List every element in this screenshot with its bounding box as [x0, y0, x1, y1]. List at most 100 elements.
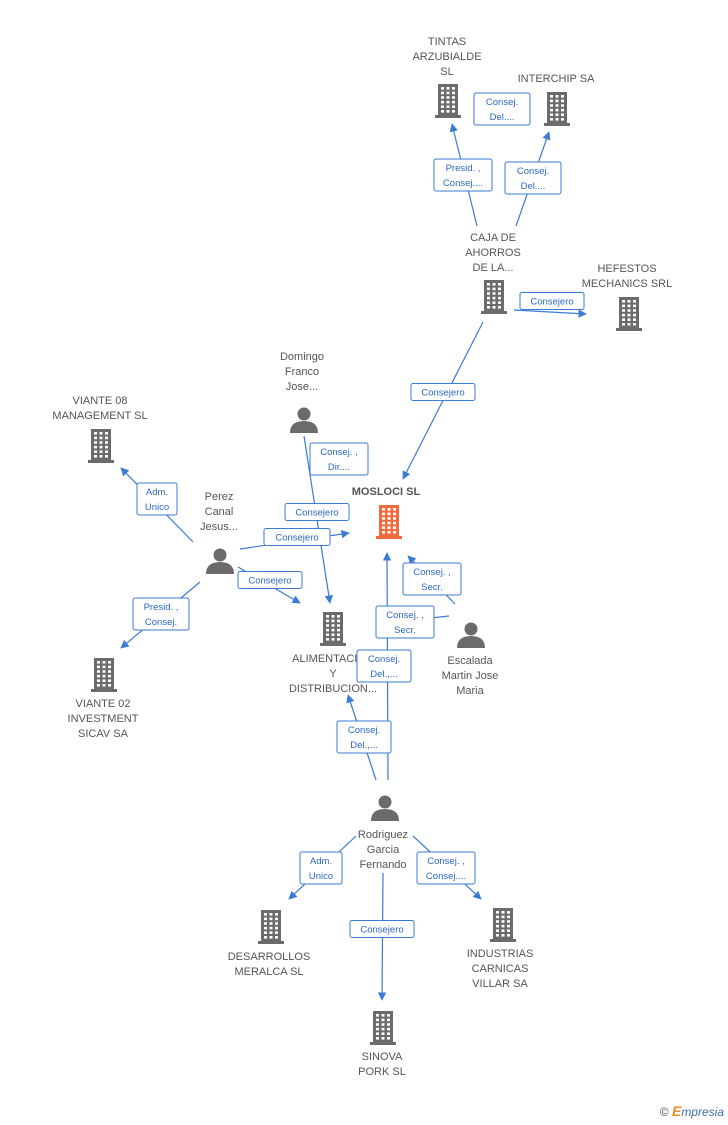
edge-label-box[interactable]: Presid. , Consej.... — [433, 158, 493, 192]
node-industrias[interactable]: INDUSTRIAS CARNICAS VILLAR SA — [467, 908, 534, 990]
brand-logo-text: mpresia — [681, 1105, 724, 1119]
building-icon — [616, 297, 642, 331]
edge-label-text: Consejero — [295, 508, 338, 519]
node-perez[interactable]: PerezCanalJesus... — [200, 491, 238, 574]
edge-label-box[interactable]: Consej. , Secr. — [402, 562, 462, 596]
node-label: ARZUBIALDE — [412, 51, 481, 63]
edge-label-text: Consej. , — [386, 610, 424, 621]
node-label: CARNICAS — [472, 963, 529, 975]
edge-label-text: Consej. , — [413, 567, 451, 578]
node-label: SL — [440, 66, 453, 78]
node-label: MECHANICS SRL — [582, 278, 672, 290]
node-label: Maria — [456, 685, 484, 697]
node-label: DE LA... — [473, 262, 514, 274]
node-label: Canal — [205, 506, 234, 518]
node-label: ALIMENTACION — [292, 653, 374, 665]
building-icon — [435, 84, 461, 118]
edge-label-text: Consej.... — [426, 871, 466, 882]
node-domingo[interactable]: DomingoFrancoJose... — [280, 351, 324, 433]
edge-label-text: Presid. , — [446, 163, 481, 174]
edge-label-text: Secr. — [394, 625, 416, 636]
edge-label-text: Consej.... — [443, 178, 483, 189]
edge-label-text: Presid. , — [144, 602, 179, 613]
node-label: Garcia — [367, 844, 400, 856]
edge-label-box[interactable]: Consej. ,Consej.... — [416, 851, 476, 885]
edge-label-box[interactable]: Consej.Del.,... — [336, 720, 392, 754]
node-label: VIANTE 02 — [75, 698, 130, 710]
node-alimentacion[interactable]: ALIMENTACIONYDISTRIBUCION... — [289, 612, 377, 695]
edge-label-text: Consejero — [421, 388, 464, 399]
edge-label-text: Consejero — [530, 297, 573, 308]
node-label: INTERCHIP SA — [518, 73, 595, 85]
edge-label-text: Consej. — [145, 617, 177, 628]
node-label: HEFESTOS — [597, 263, 656, 275]
node-sinova[interactable]: SINOVA PORK SL — [358, 1011, 406, 1078]
edge-label-text: Adm. — [310, 856, 332, 867]
edge-label-text: Consej. — [348, 725, 380, 736]
edge-label-box[interactable]: Consej. Del.,... — [356, 649, 412, 683]
edge-line — [513, 309, 587, 318]
edge-label-text: Consejero — [275, 533, 318, 544]
edge-label-box[interactable]: Consejero — [519, 292, 585, 310]
node-label: AHORROS — [465, 247, 521, 259]
node-hefestos[interactable]: HEFESTOS MECHANICS SRL — [582, 263, 672, 331]
edge-label-text: Consej. — [486, 97, 518, 108]
node-interchip[interactable]: INTERCHIP SA — [518, 73, 595, 126]
building-icon — [370, 1011, 396, 1045]
edge-label-text: Consejero — [360, 925, 403, 936]
node-label: SINOVA — [362, 1051, 403, 1063]
edge-label-text: Dir.... — [328, 462, 350, 473]
edge-label-box[interactable]: Consejero — [349, 920, 415, 938]
building-icon — [490, 908, 516, 942]
node-label: Jose... — [286, 381, 318, 393]
building-icon — [258, 910, 284, 944]
edge-label-box[interactable]: Consejero — [263, 528, 331, 546]
edge-label-box[interactable]: Consejero — [410, 383, 476, 401]
node-label: PORK SL — [358, 1066, 406, 1078]
edge-label-text: Consej. , — [320, 447, 358, 458]
node-viante08[interactable]: VIANTE 08 MANAGEMENT SL — [52, 395, 148, 463]
edge-label-text: Del.... — [521, 181, 546, 192]
node-label: Fernando — [359, 859, 406, 871]
node-label: SICAV SA — [78, 728, 129, 740]
node-label: VIANTE 08 — [72, 395, 127, 407]
node-label: VILLAR SA — [472, 978, 528, 990]
brand-logo-letter: E — [671, 1103, 682, 1119]
edge-label-box[interactable]: Consej.Del.... — [473, 92, 531, 126]
edge-label-box[interactable]: Consejero — [237, 571, 303, 589]
edge-label-text: Consej. — [368, 654, 400, 665]
brand-watermark[interactable]: © Empresia — [660, 1103, 724, 1119]
edge-label-box[interactable]: Consej.Del.... — [504, 161, 562, 195]
building-icon — [91, 658, 117, 692]
edge-label-text: Unico — [309, 871, 333, 882]
node-label: Escalada — [447, 655, 493, 667]
node-label: MANAGEMENT SL — [52, 410, 147, 422]
building-icon — [320, 612, 346, 646]
node-label: Jesus... — [200, 521, 238, 533]
edge-label-text: Secr. — [421, 582, 443, 593]
node-label: DISTRIBUCION... — [289, 683, 377, 695]
node-label: MERALCA SL — [234, 966, 303, 978]
person-icon — [290, 407, 318, 433]
edge-label-box[interactable]: Consej. , Secr. — [375, 605, 435, 639]
node-label: Rodriguez — [358, 829, 408, 841]
edge-label-text: Del.,... — [370, 669, 397, 680]
copyright-symbol: © — [659, 1105, 669, 1119]
node-label: INDUSTRIAS — [467, 948, 534, 960]
edge-label-box[interactable]: Consejero — [284, 503, 350, 521]
building-icon — [544, 92, 570, 126]
node-mosloci[interactable]: MOSLOCI SL — [352, 486, 421, 539]
edge-label-box[interactable]: Presid. , Consej. — [132, 597, 190, 631]
building-icon — [376, 505, 402, 539]
edge-label-text: Adm. — [146, 487, 168, 498]
edge-label-box[interactable]: Adm. Unico — [299, 851, 343, 885]
person-icon — [371, 795, 399, 821]
edge-label-box[interactable]: Adm.Unico — [136, 482, 178, 516]
edge-label-box[interactable]: Consej. , Dir.... — [309, 442, 369, 476]
